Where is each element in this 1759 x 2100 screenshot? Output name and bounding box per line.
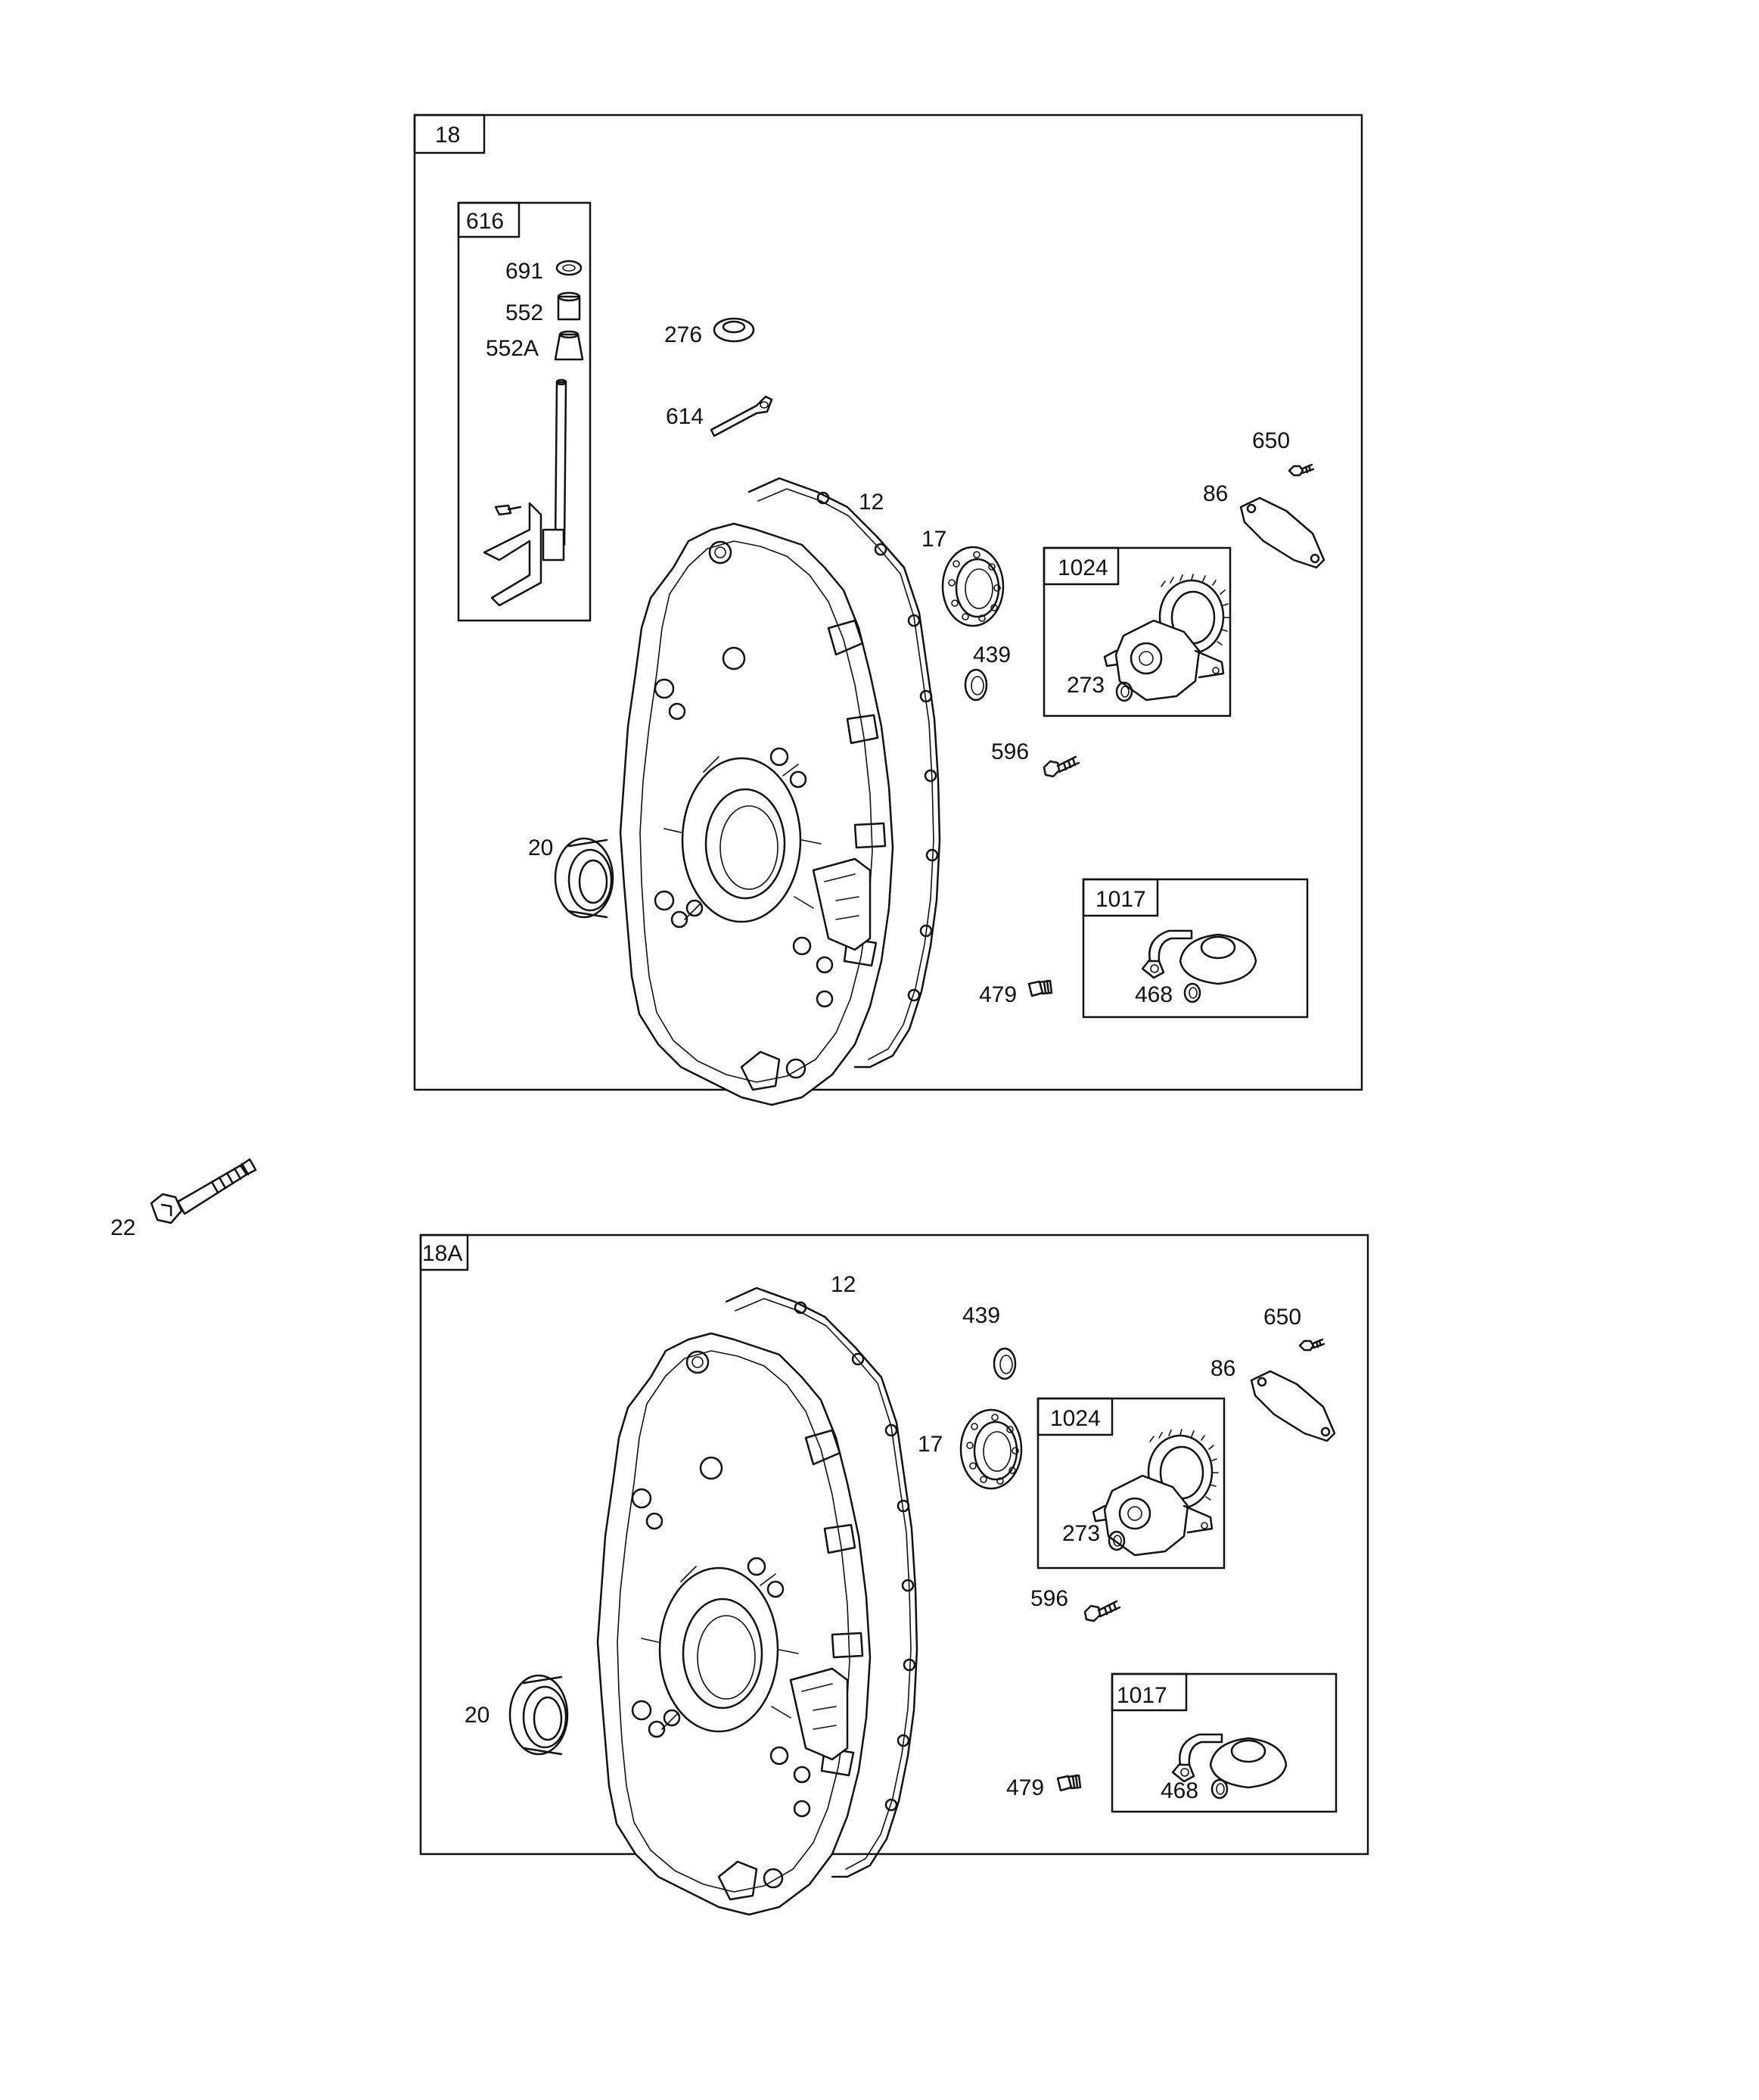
part-596-label-18a: 596 [1030,1586,1068,1611]
oil-pickup [1141,929,1257,985]
part-650-label-18a: 650 [1263,1305,1301,1330]
kit-1024-label: 1024 [1058,555,1108,580]
diagram-18a-label-box [419,1234,469,1271]
kit-616-label: 616 [466,209,504,234]
bolt-596 [1043,755,1080,778]
part-650-label: 650 [1252,428,1290,453]
screw-650-18a [1298,1338,1325,1352]
part-22-label: 22 [110,1215,135,1240]
kit-616: 616 691 552 552A [457,201,592,622]
diagram-18a: 18A 12 439 650 86 17 1024 273 596 20 101… [419,1234,1369,1916]
part-12-label: 12 [859,490,884,515]
kit-1017-label-18a: 1017 [1117,1683,1167,1708]
bearing-17 [941,546,1005,627]
bolt-596-18a [1083,1600,1121,1622]
part-17-label: 17 [921,527,946,552]
part-20-label: 20 [528,835,553,860]
diagram-18a-label: 18A [422,1241,462,1266]
part-552-label: 552 [505,300,543,325]
part-86-label: 86 [1203,481,1228,506]
part-552a-label: 552A [486,336,539,361]
bushing-552a [554,333,584,361]
crankcase-cover-18a [596,1286,918,1916]
crankcase-cover [619,477,941,1106]
part-479-label: 479 [979,982,1017,1007]
part-17-label-18a: 17 [918,1432,943,1457]
diagram-18a-frame [419,1234,1369,1856]
part-276-label: 276 [664,322,702,347]
diagram-18-label: 18 [435,123,460,148]
kit-1017-18a: 1017 468 [1111,1672,1338,1813]
bolt-22: 22 [110,1158,257,1240]
pin-614 [710,395,773,437]
bearing-17-18a [959,1408,1023,1490]
bushing-552 [557,295,581,321]
part-20-label-18a: 20 [465,1703,489,1728]
part-468-label: 468 [1135,982,1173,1007]
plug-479 [1027,979,1053,997]
kit-1017-label: 1017 [1095,887,1146,912]
diagram-18-label-box [413,114,486,154]
o-ring-468-18a [1210,1778,1229,1800]
part-12-label-18a: 12 [831,1272,856,1297]
part-479-label-18a: 479 [1006,1775,1044,1800]
part-86-label-18a: 86 [1210,1356,1235,1381]
washer-439 [964,668,988,702]
kit-1024: 1024 273 [1043,546,1232,717]
plug-479-18a [1056,1774,1082,1792]
diagram-18: 18 616 691 552 552A 276 [413,114,1363,1106]
governor-shaft [483,378,567,607]
o-ring-468 [1183,982,1201,1003]
cover-plate-86-18a [1250,1370,1336,1442]
screw-650 [1288,463,1315,477]
seal-276 [713,317,755,343]
kit-1024-label-18a: 1024 [1050,1406,1101,1431]
oil-seal-20 [554,837,614,919]
kit-1017: 1017 468 [1082,878,1309,1019]
part-691-label: 691 [505,259,543,284]
oil-pump [1103,573,1231,702]
cover-plate-86 [1239,496,1325,569]
washer-691 [555,260,583,276]
oil-seal-20-18a [508,1674,569,1756]
kit-1024-18a: 1024 273 [1036,1397,1226,1570]
washer-439-18a [993,1347,1017,1380]
oil-pump-18a [1092,1428,1220,1557]
part-614-label: 614 [666,404,704,429]
part-273-label: 273 [1067,673,1105,698]
part-439-label: 439 [973,642,1011,667]
diagram-18-frame [413,114,1363,1091]
part-273-label-18a: 273 [1062,1521,1100,1546]
part-468-label-18a: 468 [1161,1778,1198,1803]
part-439-label-18a: 439 [962,1303,1000,1328]
part-596-label: 596 [991,739,1029,764]
